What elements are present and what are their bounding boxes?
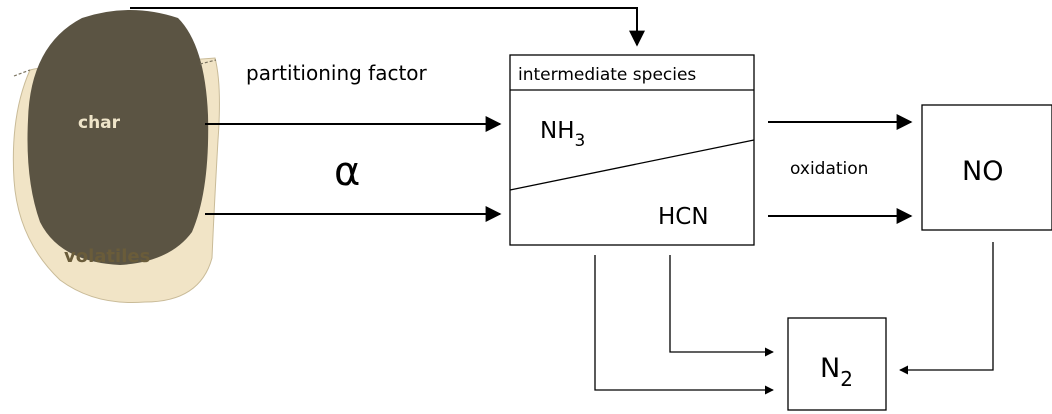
intermediate-to-n2-arrow <box>595 255 773 390</box>
volatiles-label: volatiles <box>64 246 150 267</box>
intermediate-species-box: intermediate species NH3 HCN <box>510 55 754 245</box>
intermediate-species-title: intermediate species <box>518 65 696 85</box>
n2-subscript: 2 <box>840 367 853 391</box>
n2-base: N <box>820 353 840 384</box>
top-feed-arrow <box>130 8 637 45</box>
oxidation-label: oxidation <box>790 159 868 179</box>
no-label: NO <box>962 156 1003 187</box>
hcn-label: HCN <box>658 204 709 230</box>
coal-particle: char volatiles <box>13 10 219 303</box>
char-label: char <box>78 113 121 133</box>
no-box: NO <box>922 105 1052 230</box>
partitioning-factor-label: partitioning factor <box>246 61 428 85</box>
alpha-symbol: α <box>334 149 360 195</box>
char-region <box>28 10 209 265</box>
hcn-to-n2-arrow <box>670 255 773 352</box>
nh3-base: NH <box>540 118 575 144</box>
no-to-n2-arrow <box>900 242 993 370</box>
n2-box: N2 <box>788 318 886 410</box>
nh3-subscript: 3 <box>575 131 586 151</box>
